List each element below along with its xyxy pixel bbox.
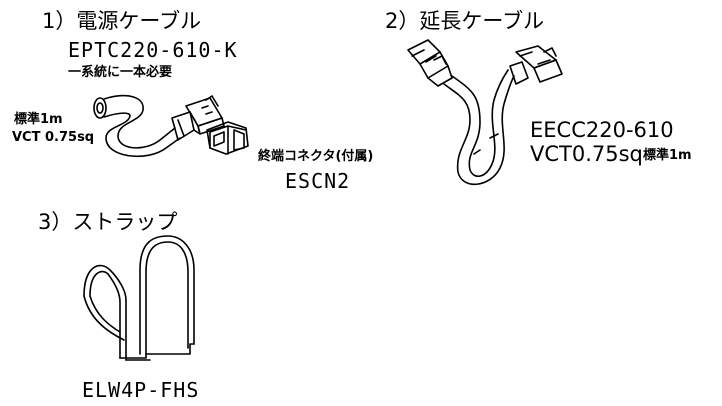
power-cable-drawing	[93, 94, 225, 158]
terminator-part-number: ESCN2	[285, 169, 351, 193]
extension-cable-std-length: 標準1m	[643, 148, 692, 163]
extension-cable-part-number: EECC220-610	[530, 118, 674, 142]
terminator-label: 終端コネクタ(付属)	[258, 149, 374, 164]
strap-part-number: ELW4P-FHS	[82, 378, 200, 402]
extension-cable-wire-spec: VCT0.75sq	[530, 142, 643, 166]
section3-heading: 3）ストラップ	[38, 210, 178, 234]
extension-cable-drawing	[407, 39, 563, 186]
strap-drawing	[83, 235, 195, 361]
power-cable-std-length: 標準1m	[14, 112, 63, 127]
terminator-connector-drawing	[206, 121, 249, 155]
power-cable-wire-spec: VCT 0.75sq	[12, 130, 95, 145]
section2-heading: 2）延長ケーブル	[385, 9, 545, 33]
section1-heading: 1）電源ケーブル	[42, 9, 202, 33]
power-cable-part-number: EPTC220-610-K	[68, 38, 238, 62]
power-cable-note: 一系統に一本必要	[68, 65, 173, 80]
